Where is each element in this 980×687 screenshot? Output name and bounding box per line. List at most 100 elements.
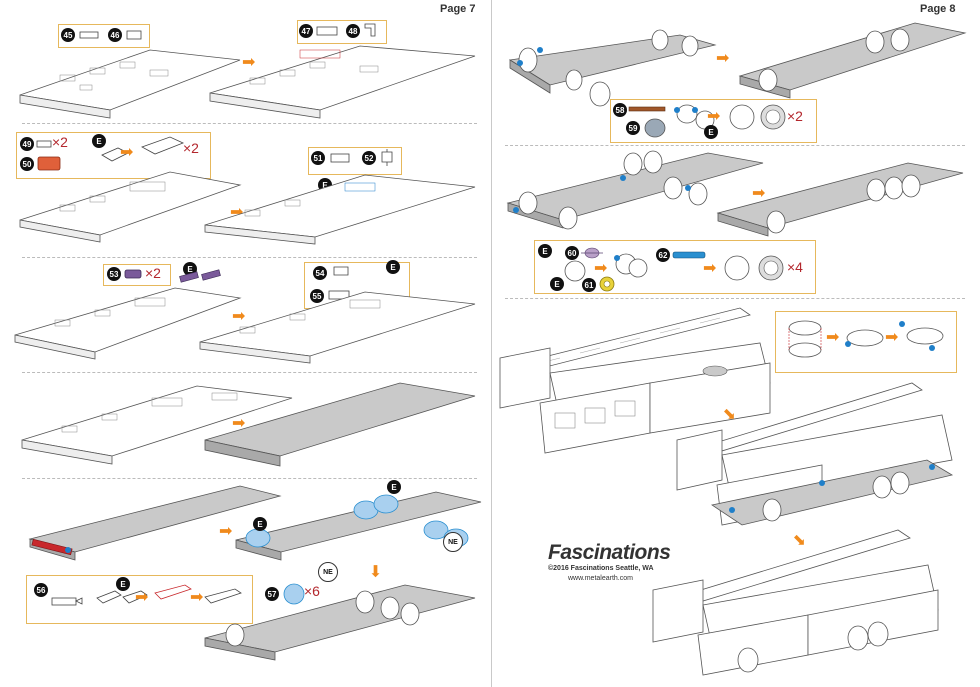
part-detail-icon [141,136,185,155]
e-tool-badge: E [538,244,552,258]
page-left: Page 7 [440,3,476,15]
part-number-badge: 49 [20,137,34,151]
quantity-label: ×2 [52,134,68,150]
e-tool-badge: E [387,480,401,494]
part-number-badge: 52 [362,151,376,165]
section-separator [505,145,965,146]
chassis-underside-icon [738,22,967,99]
part-62-icon [672,251,706,259]
part-50-icon [37,156,61,171]
fire-truck-body-icon [499,307,771,454]
step-arrow-icon: ➡ [232,308,246,325]
quantity-label: ×2 [145,265,161,281]
step-arrow-icon: ➡ [594,260,608,277]
copyright-text: ©2016 Fascinations Seattle, WA [548,565,654,572]
chassis-outline-icon [14,287,242,360]
part-number-badge: 61 [582,278,596,292]
page-right: Page 8 [493,0,980,687]
fire-truck-assembly-icon [676,382,954,526]
part-number-badge: 54 [313,266,327,280]
part-46-icon [126,30,142,40]
part-number-badge: 57 [265,587,279,601]
website-link[interactable]: www.metalearth.com [568,575,633,582]
chassis-outline-icon [19,49,241,119]
brand-logo: Fascinations [548,541,671,564]
page-label: Page 8 [920,3,956,15]
wheel-icon [565,69,611,107]
part-number-badge: 51 [311,151,325,165]
fire-truck-complete-icon [652,529,939,676]
part-53-detail-icon [179,269,221,283]
wheel-icon [724,255,750,281]
part-number-badge: 45 [61,28,75,42]
part-45-icon [79,31,99,39]
chassis-outline-icon [204,174,476,245]
wheel-icon [564,260,586,282]
wheel-icon [758,255,784,281]
chassis-underside-icon [506,150,764,230]
step-arrow-icon: ➡ [885,329,899,346]
step-arrow-icon: ➡ [752,185,766,202]
part-number-badge: 55 [310,289,324,303]
page-divider [491,0,492,687]
part-57-icon [283,583,305,605]
part-number-badge: 59 [626,121,640,135]
part-58-icon [628,106,666,112]
step-arrow-icon: ➡ [135,589,149,606]
quantity-label: ×2 [183,140,199,156]
e-tool-badge: E [253,517,267,531]
e-tool-badge: E [386,260,400,274]
step-arrow-icon: ➡ [716,50,730,67]
step-arrow-icon: ➡ [190,589,204,606]
section-separator [22,257,477,258]
wheel-icon [729,104,755,130]
quantity-label: ×2 [787,108,803,124]
turntable-detail-icon [788,320,944,358]
part-54-icon [333,266,349,276]
section-separator [505,298,965,299]
part-number-badge: 60 [565,246,579,260]
section-separator [22,372,477,373]
part-55-icon [328,290,350,300]
section-separator [22,478,477,479]
part-59-icon [644,118,666,138]
part-number-badge: 47 [299,24,313,38]
e-tool-badge: E [116,577,130,591]
wheel-assembly-icon [614,253,648,278]
quantity-label: ×4 [787,259,803,275]
part-number-badge: 58 [613,103,627,117]
page-label: Page 7 [440,3,476,15]
part-number-badge: 53 [107,267,121,281]
part-number-badge: 48 [346,24,360,38]
part-49-icon [36,140,52,148]
part-60-icon [581,247,603,259]
part-61-icon [599,276,615,292]
step-arrow-icon: ➡ [366,564,384,578]
part-53-icon [124,269,142,279]
step-arrow-icon: ➡ [120,144,134,161]
part-detail-icon [101,147,129,162]
chassis-underside-icon [235,491,482,561]
chassis-underside-icon [508,29,717,94]
chassis-underside-icon [28,485,282,561]
step-arrow-icon: ➡ [242,54,256,71]
part-56-detail-icon [96,584,242,604]
section-separator [22,123,477,124]
quantity-label: ×6 [304,583,320,599]
chassis-underside-icon [716,162,964,237]
wheel-icon [760,104,786,130]
chassis-outline-icon [209,45,476,119]
step-arrow-icon: ➡ [232,415,246,432]
e-tool-badge: E [92,134,106,148]
chassis-outline-icon [19,171,242,243]
ne-badge: NE [443,532,463,552]
ne-badge: NE [318,562,338,582]
part-number-badge: 62 [656,248,670,262]
part-52-icon [381,149,393,166]
part-47-icon [316,26,338,36]
chassis-outline-icon [199,291,476,364]
part-48-icon [364,23,376,37]
step-arrow-icon: ➡ [219,523,233,540]
part-number-badge: 56 [34,583,48,597]
step-arrow-icon: ➡ [707,108,721,125]
